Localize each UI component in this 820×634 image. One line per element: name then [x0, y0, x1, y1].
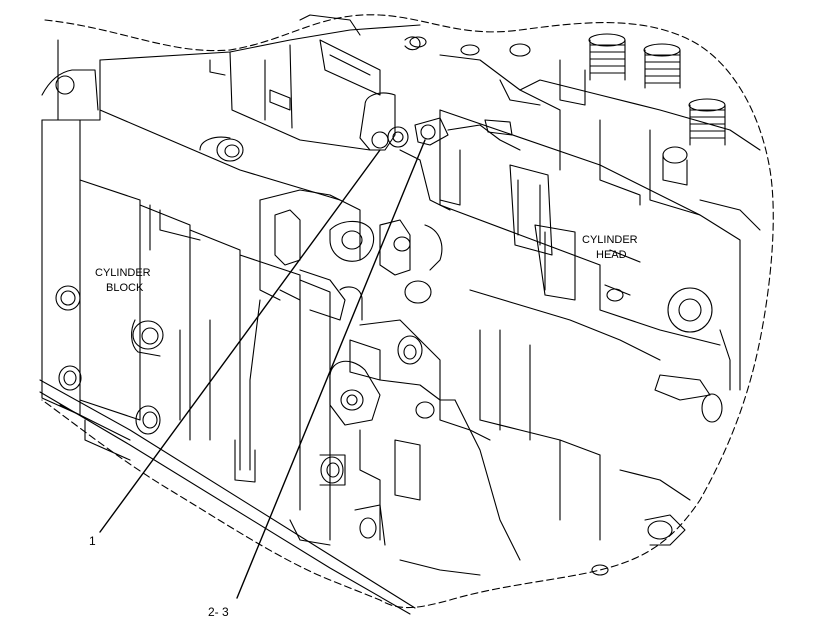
leader-line-2-3: [236, 139, 426, 599]
callout-1: 1: [89, 534, 96, 548]
break-outline: [41, 14, 774, 609]
cylinder-block-label-line1: CYLINDER: [95, 267, 151, 279]
valve-springs: [588, 33, 726, 146]
callout-2-3: 2- 3: [208, 605, 229, 619]
center-bracket: [249, 92, 691, 576]
leader-line-1: [99, 149, 381, 533]
cylinder-head-label-line2: HEAD: [596, 249, 627, 261]
upper-rail: [99, 14, 561, 151]
leader-lines: [99, 139, 426, 599]
cylinder-head: [409, 33, 761, 423]
cylinder-block-label-line2: BLOCK: [106, 282, 144, 294]
cylinder-block: [39, 39, 416, 615]
cylinder-head-label-line1: CYLINDER: [582, 234, 638, 246]
